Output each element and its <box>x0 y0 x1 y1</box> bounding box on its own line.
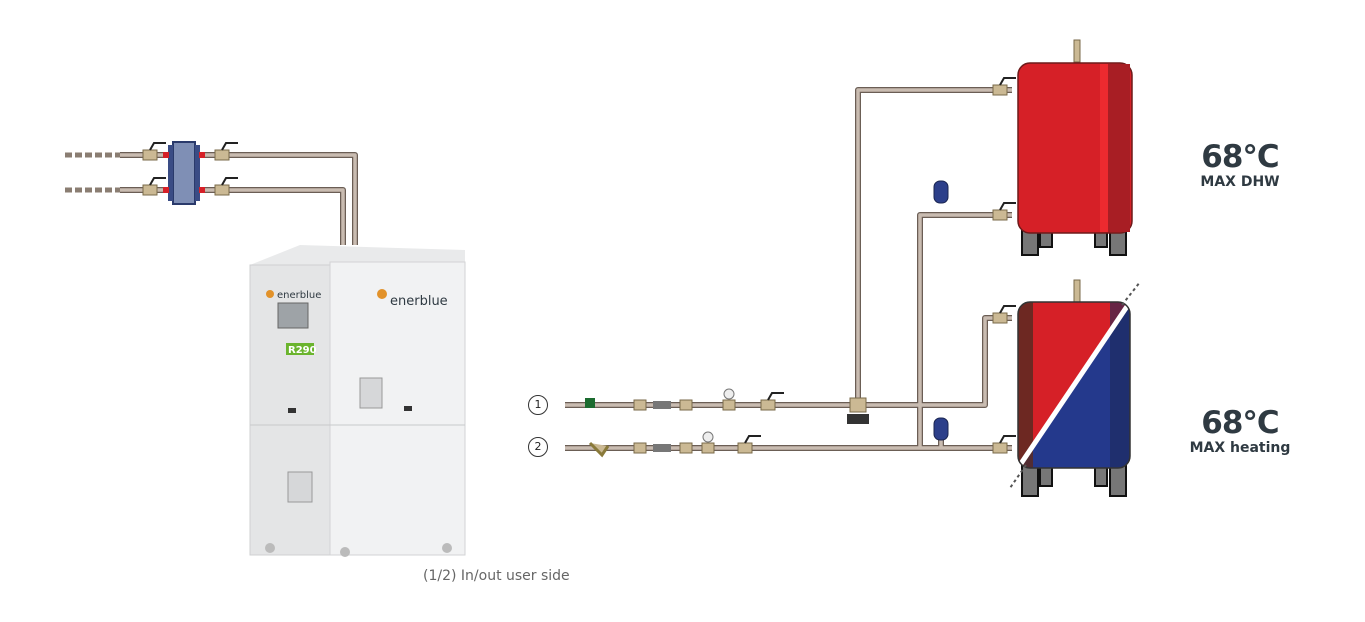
dhw-tank <box>1017 39 1133 256</box>
dhw-label: MAX DHW <box>1200 174 1280 190</box>
heat-pump-unit <box>249 245 466 557</box>
sensor-icon <box>585 398 595 408</box>
heating-tank <box>1009 279 1141 497</box>
model-badge: R290 <box>288 345 317 356</box>
heating-temperature: 68°C <box>1201 405 1279 441</box>
caption: (1/2) In/out user side <box>423 568 570 584</box>
circuit-1-marker: 1 <box>528 395 548 415</box>
filter-icon <box>653 444 671 452</box>
dhw-temperature-label: 68°C MAX DHW <box>1180 140 1300 190</box>
check-valve-icon <box>588 441 610 458</box>
plate-heat-exchanger-icon <box>163 141 205 205</box>
expansion-vessel-icon <box>933 180 949 441</box>
three-way-valve-icon <box>847 397 869 424</box>
gauge-icon <box>702 431 714 443</box>
gauge-icon <box>723 388 735 400</box>
model-badge-bg <box>286 343 314 355</box>
heating-temperature-label: 68°C MAX heating <box>1175 406 1305 456</box>
filter-icon <box>653 401 671 409</box>
dhw-temperature: 68°C <box>1201 139 1279 175</box>
brand-logo-side: enerblue <box>390 294 448 309</box>
heating-label: MAX heating <box>1189 440 1291 456</box>
circuit-2-marker: 2 <box>528 437 548 457</box>
brand-logo-front: enerblue <box>277 290 321 301</box>
